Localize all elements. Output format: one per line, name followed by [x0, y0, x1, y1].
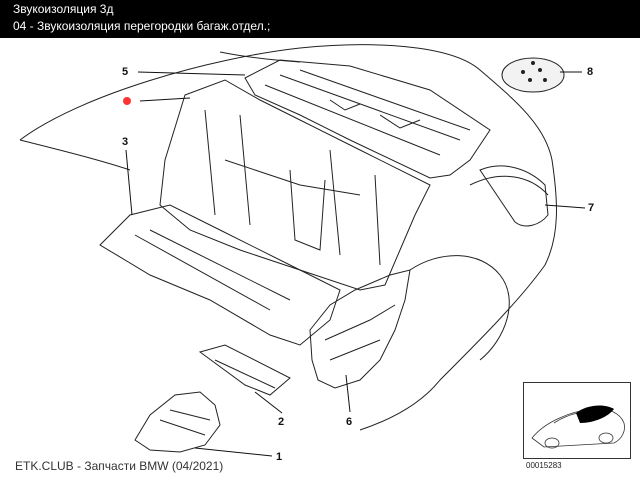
- leader-5: [137, 71, 246, 76]
- car-thumbnail-icon: [531, 405, 625, 449]
- highlight-marker: [123, 97, 131, 105]
- locator-inset: [523, 382, 631, 459]
- callout-3: 3: [122, 136, 129, 148]
- leader-7: [544, 204, 586, 209]
- part-8-disc: [501, 57, 565, 93]
- part-2-plate: [198, 344, 291, 396]
- car-body-outline: [19, 44, 557, 431]
- part-7-arch: [479, 165, 549, 227]
- footer-text: ETK.CLUB - Запчасти BMW (04/2021): [15, 459, 224, 473]
- callout-5: 5: [122, 66, 129, 78]
- leader-2: [254, 391, 283, 414]
- leader-6: [345, 374, 351, 413]
- part-1-insulation: [134, 391, 221, 453]
- leader-3: [125, 149, 133, 216]
- header-bar: Звукоизоляция 3д 04 - Звукоизоляция пере…: [0, 0, 640, 38]
- callout-2: 2: [278, 416, 285, 428]
- page-title: Звукоизоляция 3д: [13, 2, 114, 16]
- page-subtitle: 04 - Звукоизоляция перегородки багаж.отд…: [13, 19, 271, 33]
- leader-1: [194, 447, 273, 457]
- callout-1: 1: [276, 451, 283, 463]
- callout-7: 7: [588, 202, 595, 214]
- callout-8: 8: [587, 66, 594, 78]
- partition-wall: [159, 79, 431, 291]
- floor-panel: [99, 204, 341, 346]
- leader-red: [139, 97, 191, 102]
- image-id-label: 00015283: [526, 461, 562, 470]
- callout-6: 6: [346, 416, 353, 428]
- parcel-shelf: [244, 59, 491, 179]
- part-6-panel: [309, 269, 411, 389]
